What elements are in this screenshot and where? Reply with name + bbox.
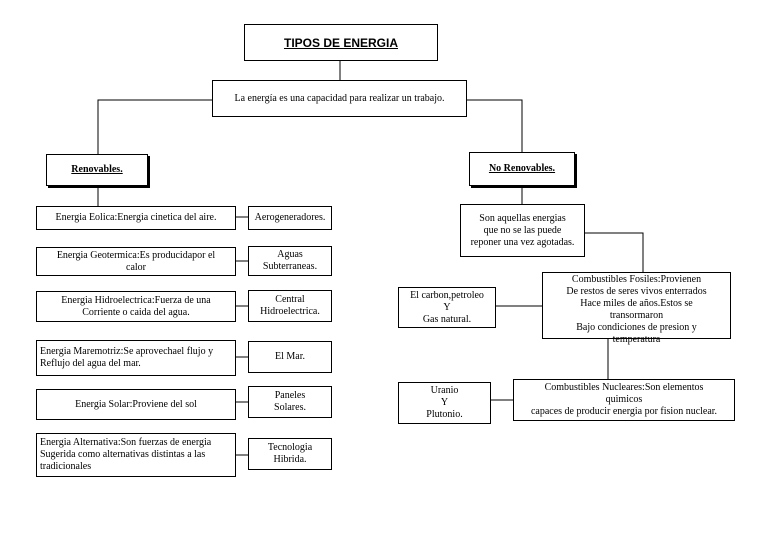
renewable-example-solar: Paneles Solares.: [248, 386, 332, 418]
energy-definition: La energía es una capacidad para realiza…: [212, 80, 467, 117]
maremotriz-description: Energia Maremotriz:Se aprovechael flujo …: [40, 346, 214, 369]
nuclear-examples-box: Uranio Y Plutonio.: [398, 382, 491, 424]
hidroelectrica-description: Energia Hidroelectrica:Fuerza de una Cor…: [61, 294, 211, 318]
fossil-fuels-box: Combustibles Fosiles:Provienen De restos…: [542, 272, 731, 345]
nuclear-examples-text: Uranio Y Plutonio.: [426, 385, 463, 420]
renewable-item-solar: Energia Solar:Proviene del sol: [36, 389, 236, 420]
renewable-example-maremotriz: El Mar.: [248, 341, 332, 373]
eolica-example: Aerogeneradores.: [254, 212, 326, 223]
renewable-item-eolica: Energia Eolica:Energia cinetica del aire…: [36, 206, 236, 230]
renewable-item-geotermica: Energia Geotermica:Es producidapor el ca…: [36, 247, 236, 276]
solar-description: Energia Solar:Proviene del sol: [75, 398, 197, 410]
title-text: TIPOS DE ENERGIA: [283, 35, 399, 50]
solar-example: Paneles Solares.: [274, 390, 306, 413]
renewable-item-hidroelectrica: Energia Hidroelectrica:Fuerza de una Cor…: [36, 291, 236, 322]
alternativa-example: Tecnologia Hibrida.: [267, 442, 313, 465]
maremotriz-example: El Mar.: [275, 351, 305, 362]
non-renewables-definition-text: Son aquellas energias que no se las pued…: [470, 212, 575, 248]
definition-text: La energía es una capacidad para realiza…: [234, 92, 445, 104]
renewables-heading: Renovables.: [46, 154, 148, 186]
renewable-example-geotermica: Aguas Subterraneas.: [248, 246, 332, 276]
eolica-description: Energia Eolica:Energia cinetica del aire…: [55, 212, 217, 223]
nuclear-fuels-text: Combustibles Nucleares:Son elementos qui…: [530, 382, 718, 417]
renewable-item-alternativa: Energia Alternativa:Son fuerzas de energ…: [36, 433, 236, 477]
fossil-fuels-text: Combustibles Fosiles:Provienen De restos…: [566, 274, 707, 345]
renewables-heading-text: Renovables.: [71, 164, 123, 175]
non-renewables-definition: Son aquellas energias que no se las pued…: [460, 204, 585, 257]
geotermica-description: Energia Geotermica:Es producidapor el ca…: [56, 249, 216, 273]
renewable-example-alternativa: Tecnologia Hibrida.: [248, 438, 332, 470]
connector-definition-fossil: [585, 232, 644, 272]
non-renewables-heading-text: No Renovables.: [488, 163, 556, 174]
connector-definition-renovables: [97, 99, 212, 154]
diagram-title: TIPOS DE ENERGIA: [244, 24, 438, 61]
hidroelectrica-example: Central Hidroelectrica.: [260, 294, 320, 317]
renewable-example-eolica: Aerogeneradores.: [248, 206, 332, 230]
connector-definition-norenovables: [467, 99, 523, 152]
renewable-example-hidroelectrica: Central Hidroelectrica.: [248, 290, 332, 322]
renewable-item-maremotriz: Energia Maremotriz:Se aprovechael flujo …: [36, 340, 236, 376]
fossil-examples-text: El carbon,petroleo Y Gas natural.: [410, 289, 484, 325]
fossil-examples-box: El carbon,petroleo Y Gas natural.: [398, 287, 496, 328]
alternativa-description: Energia Alternativa:Son fuerzas de energ…: [40, 437, 212, 472]
nuclear-fuels-box: Combustibles Nucleares:Son elementos qui…: [513, 379, 735, 421]
geotermica-example: Aguas Subterraneas.: [262, 249, 318, 272]
non-renewables-heading: No Renovables.: [469, 152, 575, 186]
